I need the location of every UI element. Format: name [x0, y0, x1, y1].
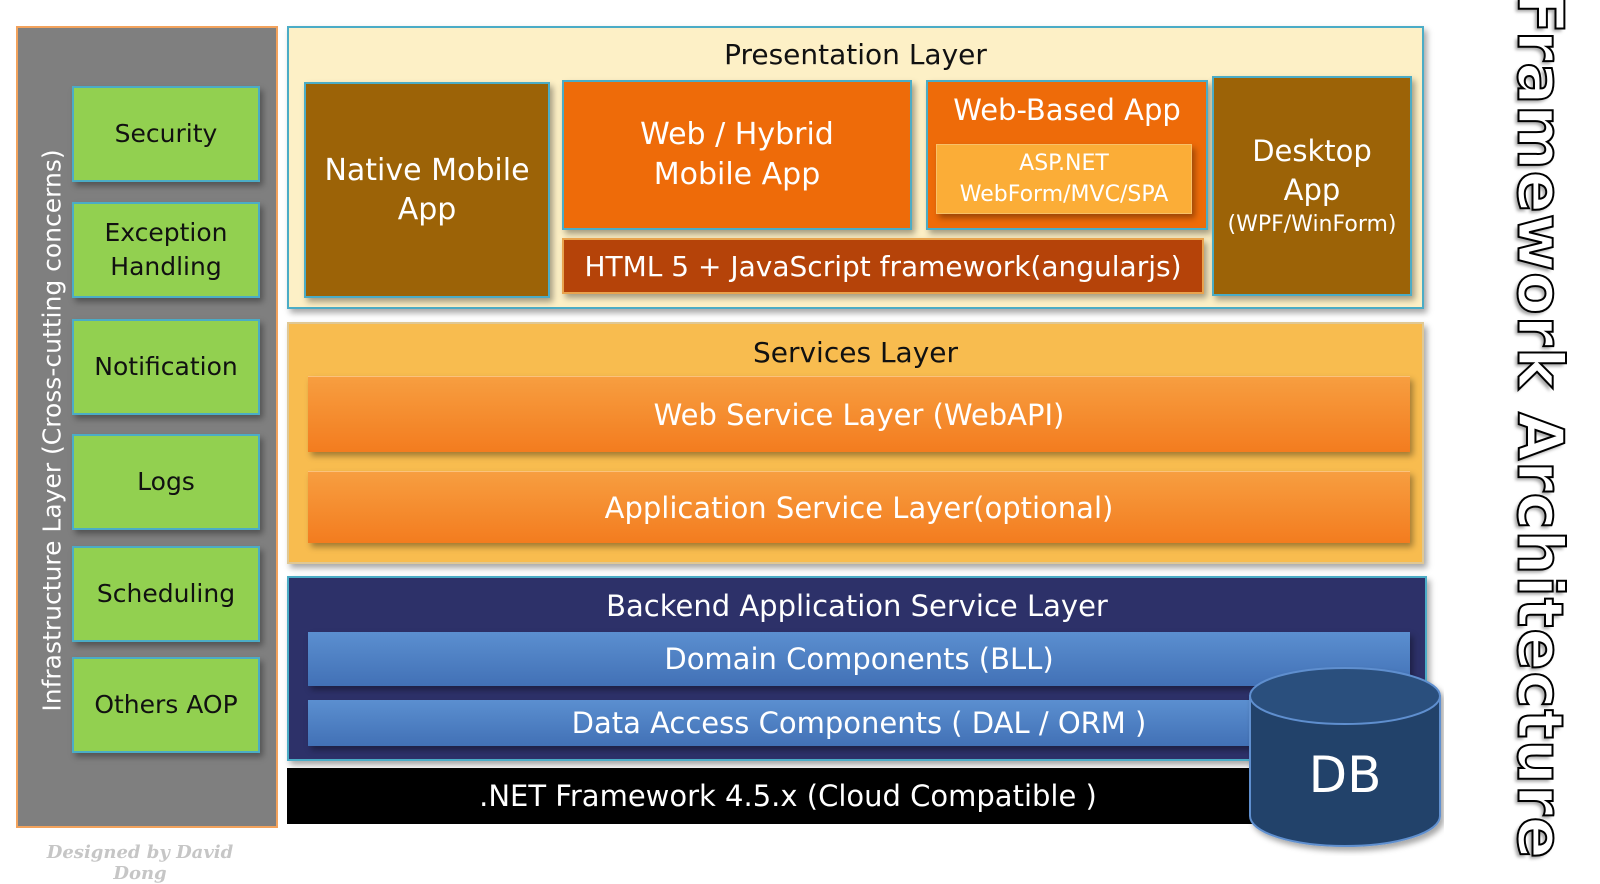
infra-item-exception-handling: Exception Handling [72, 202, 260, 298]
aspnet-label: ASP.NET WebForm/MVC/SPA [959, 151, 1169, 207]
aspnet-box: ASP.NET WebForm/MVC/SPA [936, 144, 1192, 214]
infra-item-scheduling: Scheduling [72, 546, 260, 642]
presentation-layer-title: Presentation Layer [724, 37, 987, 71]
web-hybrid-mobile-app-box: Web / Hybrid Mobile App [562, 80, 912, 230]
native-mobile-app-label: Native Mobile App [324, 153, 530, 227]
html5-javascript-bar: HTML 5 + JavaScript framework(angularjs) [562, 238, 1204, 294]
desktop-app-box: Desktop App (WPF/WinForm) [1212, 76, 1412, 296]
desktop-app-sublabel: (WPF/WinForm) [1227, 212, 1397, 237]
application-service-layer-bar: Application Service Layer(optional) [308, 471, 1410, 543]
page-title: Framework Architecture [1503, 0, 1578, 860]
infra-item-notification: Notification [72, 319, 260, 415]
services-layer-title: Services Layer [752, 335, 959, 369]
database-icon [1249, 667, 1441, 847]
backend-layer-title: Backend Application Service Layer [606, 589, 1108, 623]
infra-item-security: Security [72, 86, 260, 182]
desktop-app-label: Desktop App [1252, 134, 1372, 207]
db-label: DB [1308, 746, 1382, 804]
web-based-app-title: Web-Based App [953, 93, 1181, 127]
web-service-layer-bar: Web Service Layer (WebAPI) [308, 376, 1410, 452]
data-access-components-bar: Data Access Components ( DAL / ORM ) [308, 700, 1410, 746]
infra-item-others-aop: Others AOP [72, 657, 260, 753]
web-hybrid-mobile-app-label: Web / Hybrid Mobile App [640, 117, 834, 192]
dotnet-framework-bar: .NET Framework 4.5.x (Cloud Compatible ) [287, 768, 1289, 824]
credit-text: Designed by David Dong [46, 842, 234, 884]
domain-components-bar: Domain Components (BLL) [308, 632, 1410, 686]
native-mobile-app-box: Native Mobile App [304, 82, 550, 298]
infra-item-logs: Logs [72, 434, 260, 530]
